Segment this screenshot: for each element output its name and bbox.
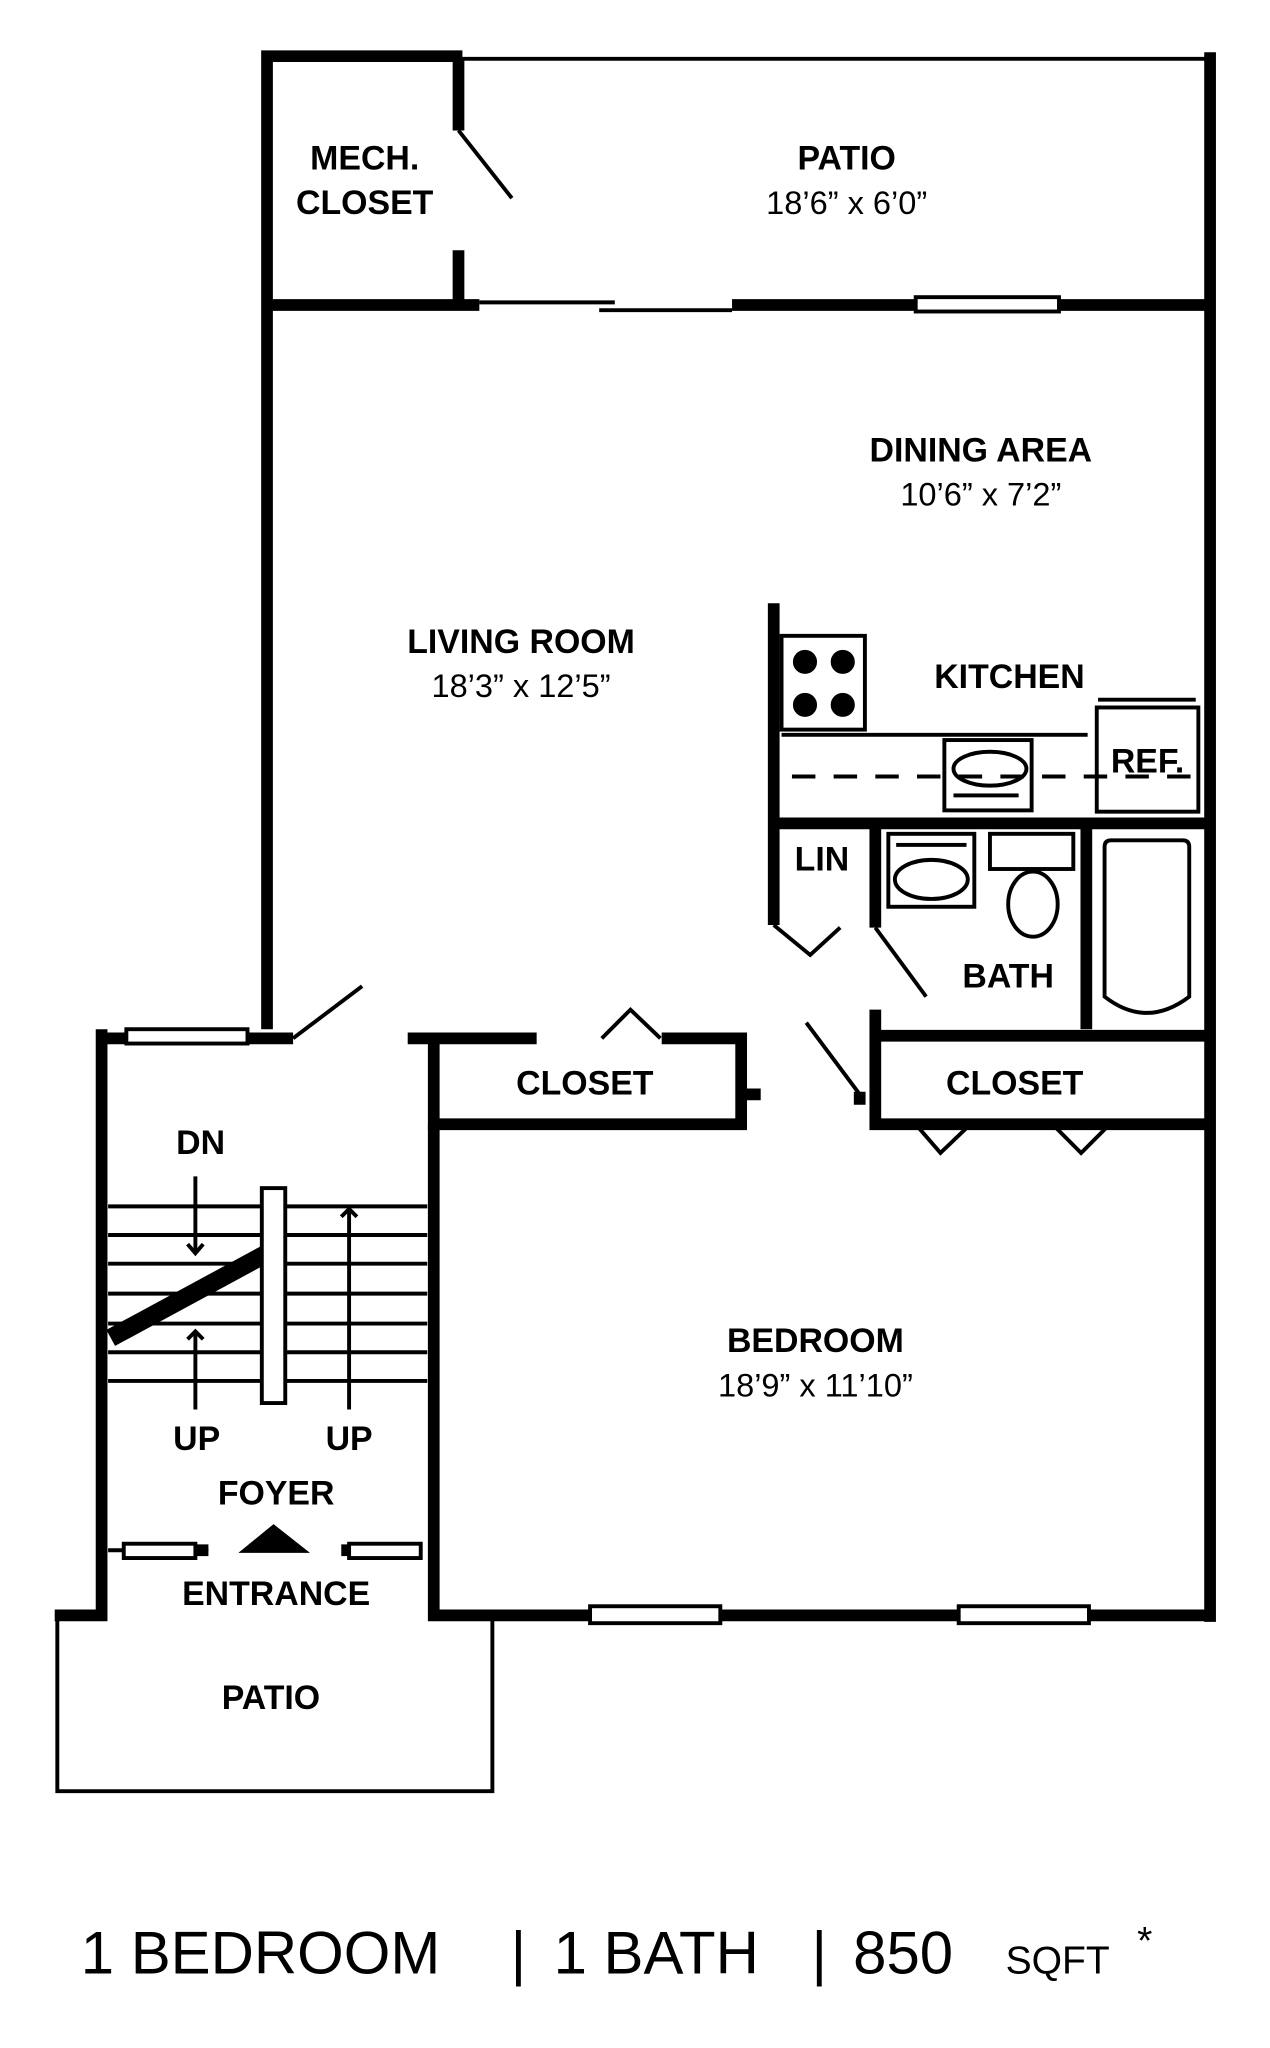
bath-count: 1 BATH	[554, 1920, 759, 1987]
linen-label: LIN	[795, 840, 850, 878]
living-closet-label: CLOSET	[516, 1064, 654, 1102]
bedroom-label: BEDROOM	[727, 1322, 904, 1360]
kitchen-fixtures	[779, 633, 1201, 1015]
living-room-label: LIVING ROOM	[407, 623, 635, 661]
mech-closet-label: MECH.	[310, 140, 419, 178]
square-footage: 850	[853, 1920, 953, 1987]
front-patio-label: PATIO	[222, 1679, 320, 1717]
dining-area-dimensions: 10’6” x 7’2”	[900, 477, 1061, 513]
stairs-up-left-label: UP	[173, 1420, 220, 1458]
stairs-down-label: DN	[176, 1124, 225, 1162]
stairs-up-right-label: UP	[326, 1420, 373, 1458]
ref-label: REF.	[1111, 743, 1184, 781]
separator: |	[511, 1920, 527, 1987]
mech-closet-label-2: CLOSET	[296, 184, 434, 222]
footnote-asterisk: *	[1137, 1920, 1152, 1963]
separator: |	[811, 1920, 827, 1987]
bedroom-count: 1 BEDROOM	[81, 1920, 440, 1987]
walls	[54, 50, 1216, 1794]
dining-area-label: DINING AREA	[870, 431, 1093, 469]
front-window-left	[121, 1541, 198, 1561]
bedroom-closet-label: CLOSET	[946, 1064, 1084, 1102]
entrance-label: ENTRANCE	[182, 1575, 370, 1613]
bath-label: BATH	[962, 958, 1054, 996]
unit-summary: 1 BEDROOM | 1 BATH | 850 SQFT *	[81, 1920, 1153, 1987]
staircase	[106, 1176, 428, 1410]
sqft-unit: SQFT	[1006, 1940, 1110, 1983]
rear-patio-label: PATIO	[797, 140, 895, 178]
kitchen-label: KITCHEN	[934, 658, 1084, 696]
bedroom-dimensions: 18’9” x 11’10”	[718, 1368, 913, 1404]
foyer-label: FOYER	[218, 1475, 335, 1513]
rear-patio-dimensions: 18’6” x 6’0”	[766, 185, 927, 221]
living-room-dimensions: 18’3” x 12’5”	[431, 668, 610, 704]
